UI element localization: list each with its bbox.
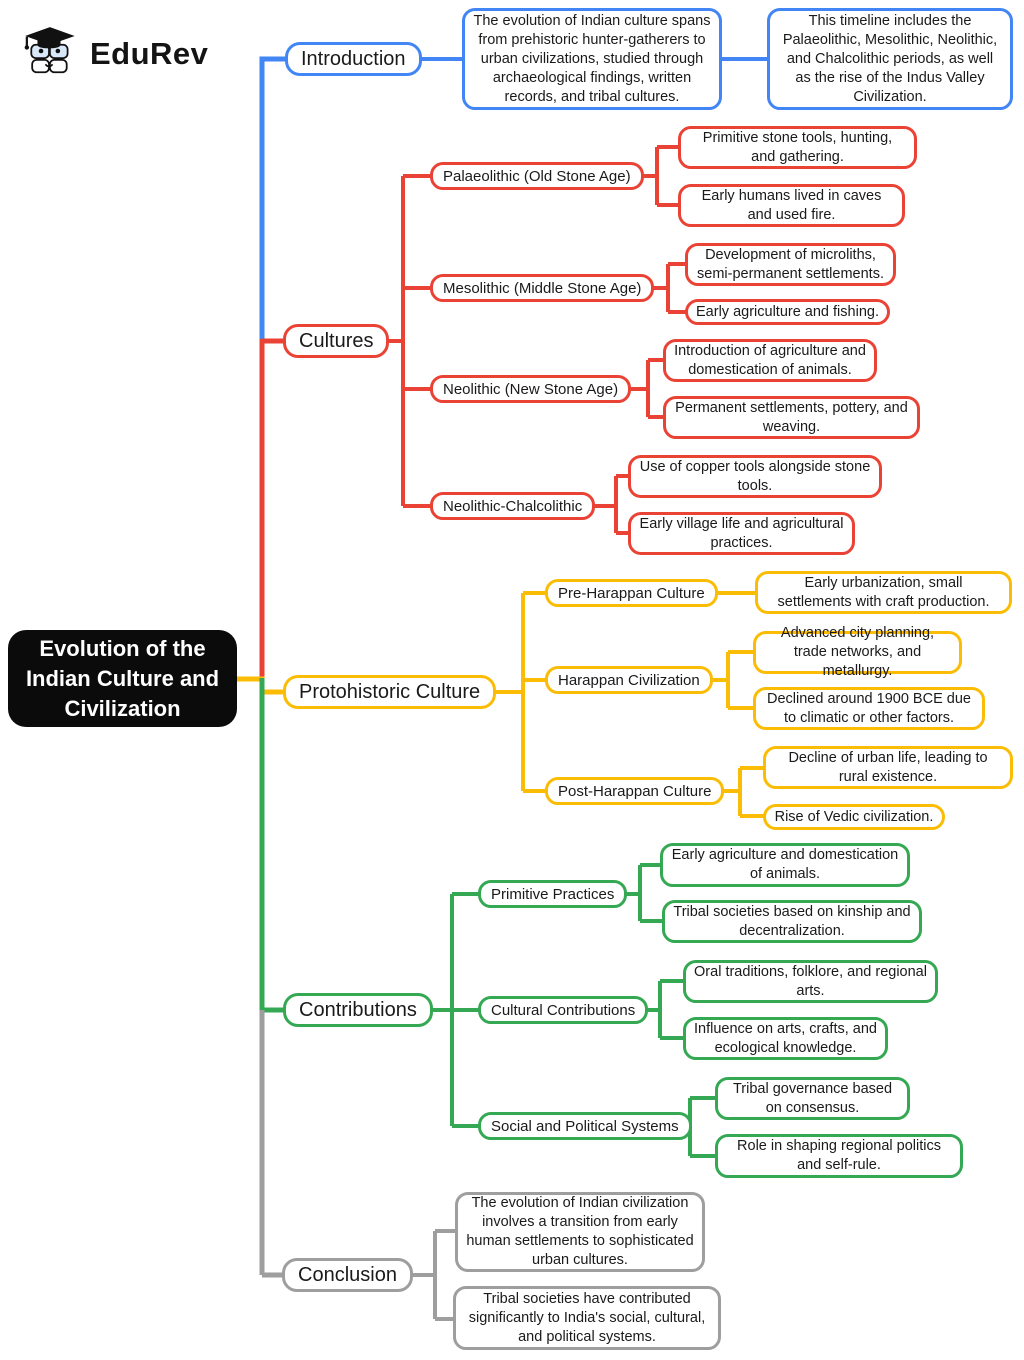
leaf-post-harappan-1: Decline of urban life, leading to rural … bbox=[763, 746, 1013, 789]
subtopic-neolithic: Neolithic (New Stone Age) bbox=[430, 375, 632, 403]
leaf-cultural-contributions-2: Influence on arts, crafts, and ecologica… bbox=[683, 1017, 888, 1060]
subtopic-post-harappan: Post-Harappan Culture bbox=[545, 777, 725, 805]
leaf-social-political-1: Tribal governance based on consensus. bbox=[715, 1077, 910, 1120]
note-introduction-2: This timeline includes the Palaeolithic,… bbox=[767, 8, 1013, 110]
connector-trunk-conclusion bbox=[259, 1010, 300, 1278]
leaf-palaeolithic-1: Primitive stone tools, hunting, and gath… bbox=[678, 126, 917, 169]
leaf-harappan-2: Declined around 1900 BCE due to climatic… bbox=[753, 687, 985, 730]
subtopic-neolithic-chalcolithic: Neolithic-Chalcolithic bbox=[430, 492, 596, 520]
connector-conclusion-notes bbox=[395, 1229, 470, 1321]
graduation-cap-owl-icon bbox=[18, 20, 80, 87]
branch-introduction: Introduction bbox=[285, 42, 422, 76]
branch-cultures: Cultures bbox=[283, 324, 390, 358]
leaf-cultural-contributions-1: Oral traditions, folklore, and regional … bbox=[683, 960, 938, 1003]
leaf-neolithic-chalcolithic-1: Use of copper tools alongside stone tool… bbox=[628, 455, 882, 498]
leaf-primitive-practices-1: Early agriculture and domestication of a… bbox=[660, 843, 910, 887]
edurev-logo-text: EduRev bbox=[90, 35, 209, 71]
connector-trunk-introduction bbox=[259, 56, 300, 341]
leaf-post-harappan-2: Rise of Vedic civilization. bbox=[763, 804, 945, 830]
leaf-mesolithic-1: Development of microliths, semi-permanen… bbox=[685, 243, 896, 286]
connector-trunk-cultures bbox=[259, 338, 300, 680]
subtopic-mesolithic: Mesolithic (Middle Stone Age) bbox=[430, 274, 655, 302]
subtopic-cultural-contributions: Cultural Contributions bbox=[478, 996, 649, 1024]
edurev-logo: EduRev bbox=[18, 20, 208, 87]
leaf-palaeolithic-2: Early humans lived in caves and used fir… bbox=[678, 184, 905, 227]
leaf-social-political-2: Role in shaping regional politics and se… bbox=[715, 1134, 963, 1178]
branch-conclusion: Conclusion bbox=[282, 1258, 413, 1292]
connector-trunk-contributions bbox=[259, 678, 300, 1013]
leaf-neolithic-1: Introduction of agriculture and domestic… bbox=[663, 339, 877, 382]
leaf-neolithic-chalcolithic-2: Early village life and agricultural prac… bbox=[628, 512, 855, 555]
note-conclusion-1: The evolution of Indian civilization inv… bbox=[455, 1192, 705, 1272]
branch-protohistoric: Protohistoric Culture bbox=[283, 675, 497, 709]
connector-protohistoric-subtopics bbox=[480, 591, 560, 793]
leaf-pre-harappan-1: Early urbanization, small settlements wi… bbox=[755, 571, 1012, 614]
subtopic-pre-harappan: Pre-Harappan Culture bbox=[545, 579, 718, 607]
leaf-primitive-practices-2: Tribal societies based on kinship and de… bbox=[662, 900, 922, 943]
leaf-mesolithic-2: Early agriculture and fishing. bbox=[685, 299, 890, 325]
note-introduction-1: The evolution of Indian culture spans fr… bbox=[462, 8, 722, 110]
root-node: Evolution of the Indian Culture and Civi… bbox=[8, 630, 237, 727]
subtopic-primitive-practices: Primitive Practices bbox=[478, 880, 628, 908]
subtopic-harappan: Harappan Civilization bbox=[545, 666, 713, 694]
subtopic-palaeolithic: Palaeolithic (Old Stone Age) bbox=[430, 162, 644, 190]
note-conclusion-2: Tribal societies have contributed signif… bbox=[453, 1286, 721, 1350]
leaf-harappan-1: Advanced city planning, trade networks, … bbox=[753, 625, 962, 679]
subtopic-social-political: Social and Political Systems bbox=[478, 1112, 692, 1140]
leaf-neolithic-2: Permanent settlements, pottery, and weav… bbox=[663, 396, 920, 439]
branch-contributions: Contributions bbox=[283, 993, 433, 1027]
